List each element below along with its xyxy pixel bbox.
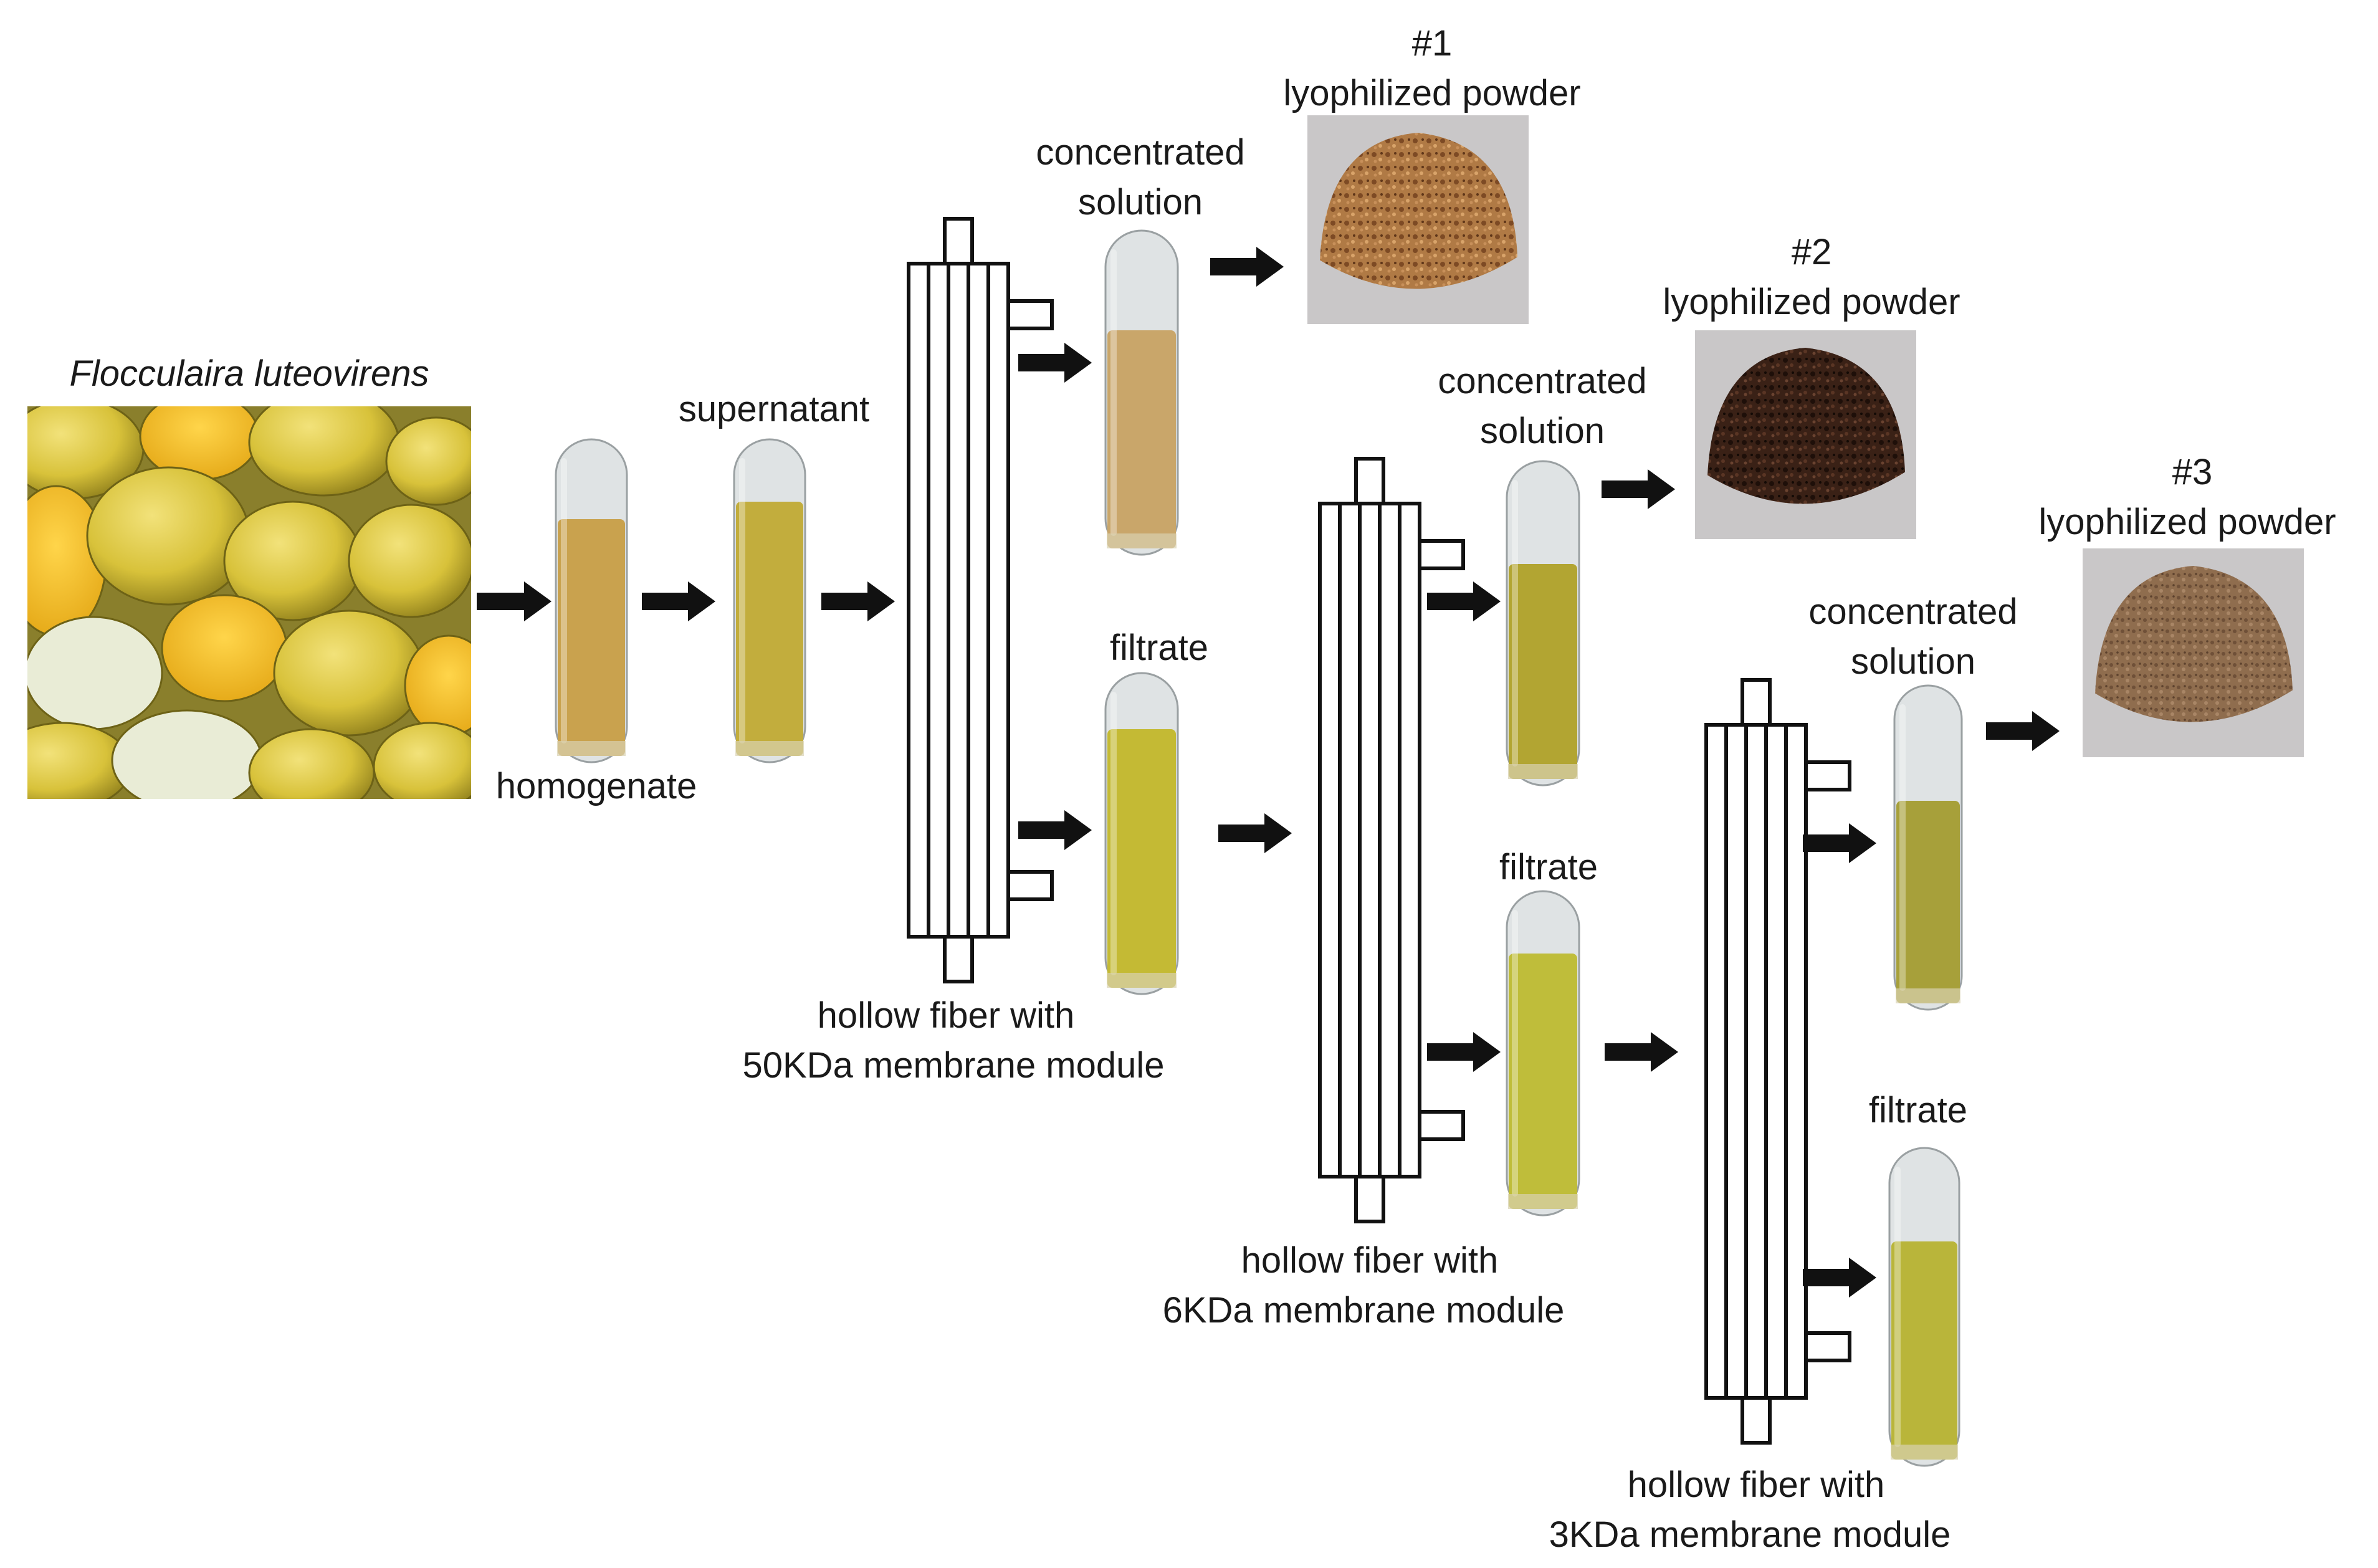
module-50kda: [907, 217, 1054, 983]
arrow-to-homogenate: [477, 581, 552, 621]
arrow-to-module-3kda: [1605, 1032, 1678, 1072]
product2-powder: [1695, 330, 1916, 539]
stage2-concentrate-label-line2: solution: [1480, 411, 1605, 451]
mushroom-cap: [273, 610, 425, 737]
product1-name: lyophilized powder: [1283, 73, 1581, 113]
arrow-stage2-concentrate: [1427, 581, 1501, 621]
stage2-module-label-line2: 6KDa membrane module: [1162, 1290, 1565, 1331]
stage3-module-label-line2: 3KDa membrane module: [1549, 1514, 1951, 1555]
stage1-filtrate-tube: [1104, 672, 1179, 995]
arrow-stage3-filtrate: [1803, 1258, 1876, 1298]
product3-number: #3: [2172, 452, 2213, 492]
product3-powder: [2083, 548, 2304, 757]
product2-name: lyophilized powder: [1663, 282, 1960, 322]
mushroom-cap: [27, 616, 163, 730]
mushroom-cap: [404, 634, 471, 737]
stage3-concentrate-tube: [1893, 684, 1963, 1011]
stage3-filtrate-label: filtrate: [1869, 1090, 1967, 1131]
mushroom-cap: [248, 728, 375, 799]
arrow-to-product2: [1602, 469, 1675, 509]
mushroom-cap: [161, 594, 288, 702]
mushroom-cap: [139, 406, 260, 481]
stage2-concentrate-tube: [1506, 460, 1580, 786]
stage1-concentrate-label-line1: concentrated: [1036, 132, 1245, 173]
arrow-to-product1: [1210, 247, 1284, 287]
stage3-filtrate-tube: [1888, 1147, 1960, 1467]
homogenate-tube: [555, 438, 628, 763]
stage1-module-label-line2: 50KDa membrane module: [742, 1045, 1165, 1086]
module-3kda: [1704, 678, 1851, 1445]
mushroom-cap: [86, 466, 251, 606]
mushroom-cap: [27, 485, 107, 637]
stage2-filtrate-label: filtrate: [1499, 847, 1598, 887]
arrow-stage1-filtrate: [1018, 810, 1092, 850]
stage1-filtrate-label: filtrate: [1110, 628, 1208, 668]
mushroom-cap: [111, 709, 263, 799]
stage1-concentrate-tube: [1104, 229, 1179, 556]
arrow-to-supernatant: [642, 581, 715, 621]
arrow-stage2-filtrate: [1427, 1032, 1501, 1072]
arrow-stage3-concentrate: [1803, 823, 1876, 863]
arrow-to-module-6kda: [1218, 813, 1292, 853]
stage2-module-label-line1: hollow fiber with: [1241, 1240, 1499, 1281]
supernatant-tube: [733, 438, 806, 763]
product1-powder: [1307, 115, 1529, 324]
arrow-stage1-concentrate: [1018, 343, 1092, 383]
mushroom-cap: [385, 416, 471, 506]
mushroom-cap: [27, 722, 132, 799]
module-6kda: [1318, 457, 1465, 1223]
species-label: Flocculaira luteovirens: [69, 353, 429, 394]
stage3-module-label-line1: hollow fiber with: [1627, 1465, 1885, 1505]
arrow-to-module-50kda: [821, 581, 895, 621]
stage3-concentrate-label-line1: concentrated: [1808, 591, 2018, 632]
arrow-to-product3: [1986, 711, 2060, 751]
stage3-concentrate-label-line2: solution: [1851, 641, 1975, 682]
product2-number: #2: [1791, 232, 1832, 272]
mushroom-cap: [348, 504, 471, 618]
mushroom-photo: [27, 406, 471, 799]
product1-number: #1: [1411, 23, 1453, 64]
supernatant-label: supernatant: [678, 389, 870, 429]
mushroom-cap: [373, 722, 471, 799]
stage2-filtrate-tube: [1506, 890, 1580, 1217]
homogenate-label: homogenate: [495, 766, 697, 806]
product3-name: lyophilized powder: [2038, 502, 2336, 542]
mushroom-cap: [248, 406, 400, 497]
stage1-module-label-line1: hollow fiber with: [817, 995, 1075, 1036]
stage1-concentrate-label-line2: solution: [1078, 182, 1203, 222]
stage2-concentrate-label-line1: concentrated: [1438, 361, 1647, 401]
